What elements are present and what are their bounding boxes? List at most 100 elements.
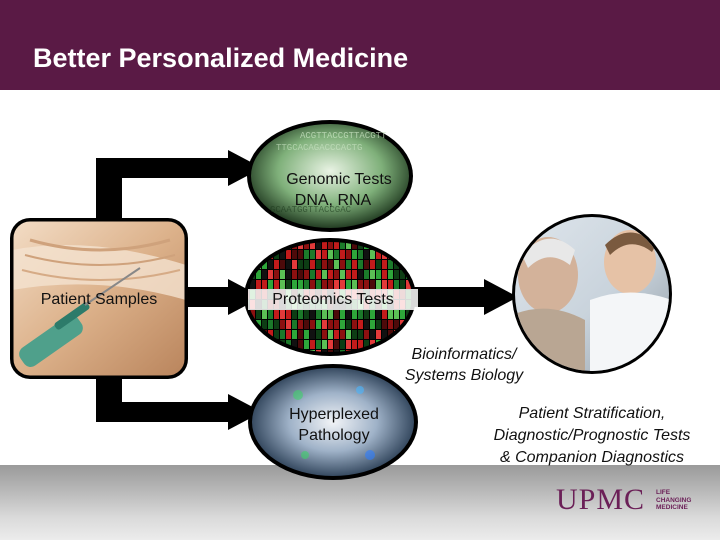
heatmap-cell [292, 310, 297, 319]
heatmap-cell [328, 340, 333, 349]
heatmap-cell [298, 260, 303, 269]
heatmap-cell [280, 250, 285, 259]
heatmap-cell [248, 270, 249, 279]
heatmap-cell [316, 310, 321, 319]
heatmap-cell [340, 242, 345, 249]
heatmap-cell [370, 310, 375, 319]
heatmap-cell [280, 260, 285, 269]
heatmap-cell [352, 340, 357, 349]
heatmap-cell [286, 330, 291, 339]
heatmap-cell [316, 270, 321, 279]
heatmap-cell [406, 260, 411, 269]
heatmap-cell [268, 350, 273, 352]
heatmap-cell [274, 330, 279, 339]
outcome-label-line2: Diagnostic/Prognostic Tests [493, 427, 691, 444]
heatmap-cell [268, 330, 273, 339]
heatmap-cell [406, 280, 411, 289]
heatmap-cell [388, 260, 393, 269]
heatmap-cell [334, 280, 339, 289]
svg-text:ACGTTACCGTTACGTT: ACGTTACCGTTACGTT [300, 131, 387, 141]
heatmap-cell [334, 270, 339, 279]
pathology-label-line2: Pathology [298, 427, 370, 444]
heatmap-cell [376, 250, 381, 259]
heatmap-cell [334, 250, 339, 259]
heatmap-cell [248, 260, 249, 269]
heatmap-cell [376, 330, 381, 339]
heatmap-cell [322, 320, 327, 329]
heatmap-cell [304, 330, 309, 339]
heatmap-cell [286, 280, 291, 289]
bioinformatics-label-line2: Systems Biology [404, 367, 524, 384]
heatmap-cell [406, 242, 411, 249]
outcome-label-line3: & Companion Diagnostics [499, 449, 685, 466]
heatmap-cell [346, 310, 351, 319]
heatmap-cell [334, 320, 339, 329]
heatmap-cell [406, 250, 411, 259]
heatmap-cell [262, 350, 267, 352]
heatmap-cell [346, 260, 351, 269]
heatmap-cell [310, 340, 315, 349]
heatmap-cell [340, 310, 345, 319]
footer-band [0, 465, 720, 540]
heatmap-cell [268, 280, 273, 289]
heatmap-cell [394, 270, 399, 279]
heatmap-cell [268, 270, 273, 279]
heatmap-cell [274, 260, 279, 269]
heatmap-cell [328, 280, 333, 289]
heatmap-cell [352, 242, 357, 249]
heatmap-cell [394, 320, 399, 329]
heatmap-cell [304, 260, 309, 269]
heatmap-cell [304, 310, 309, 319]
heatmap-cell [328, 330, 333, 339]
heatmap-cell [322, 340, 327, 349]
heatmap-cell [322, 242, 327, 249]
heatmap-cell [322, 330, 327, 339]
heatmap-cell [412, 260, 417, 269]
heatmap-cell [388, 310, 393, 319]
heatmap-cell [304, 340, 309, 349]
heatmap-cell [364, 280, 369, 289]
heatmap-cell [262, 270, 267, 279]
heatmap-cell [352, 280, 357, 289]
heatmap-cell [268, 310, 273, 319]
heatmap-cell [352, 330, 357, 339]
heatmap-cell [286, 270, 291, 279]
heatmap-cell [298, 280, 303, 289]
upmc-wordmark: UPMC [556, 483, 646, 516]
patient-samples-image [10, 218, 188, 379]
heatmap-cell [280, 280, 285, 289]
heatmap-cell [304, 280, 309, 289]
heatmap-cell [250, 330, 255, 339]
heatmap-cell [412, 240, 417, 249]
heatmap-cell [250, 242, 255, 249]
bioinformatics-label-line1: Bioinformatics/ [411, 346, 517, 363]
heatmap-cell [412, 330, 417, 339]
heatmap-cell [370, 270, 375, 279]
heatmap-cell [292, 330, 297, 339]
heatmap-cell [400, 280, 405, 289]
patient-samples-label: Patient Samples [40, 291, 158, 308]
heatmap-cell [286, 320, 291, 329]
heatmap-cell [340, 260, 345, 269]
heatmap-cell [400, 310, 405, 319]
heatmap-cell [394, 310, 399, 319]
heatmap-cell [250, 280, 255, 289]
heatmap-cell [340, 320, 345, 329]
heatmap-cell [340, 250, 345, 259]
heatmap-cell [250, 250, 255, 259]
heatmap-cell [292, 250, 297, 259]
heatmap-cell [256, 250, 261, 259]
heatmap-cell [322, 260, 327, 269]
heatmap-cell [268, 340, 273, 349]
genomic-tests-label: Genomic Tests [286, 171, 392, 188]
heatmap-cell [262, 340, 267, 349]
heatmap-cell [304, 242, 309, 249]
heatmap-cell [328, 242, 333, 249]
heatmap-cell [382, 260, 387, 269]
heatmap-cell [370, 280, 375, 289]
heatmap-cell [304, 250, 309, 259]
heatmap-cell [322, 310, 327, 319]
heatmap-cell [310, 310, 315, 319]
heatmap-cell [274, 242, 279, 249]
heatmap-cell [292, 320, 297, 329]
